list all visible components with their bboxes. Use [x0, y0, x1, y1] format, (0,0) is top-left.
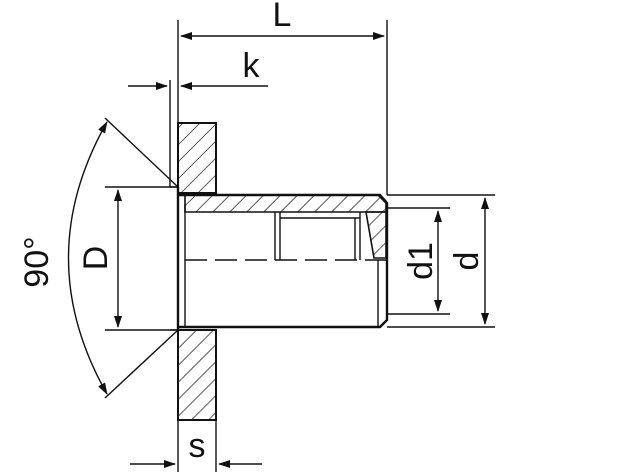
label-k: k	[243, 47, 261, 85]
sheet-plate	[177, 122, 217, 421]
label-L: L	[273, 0, 292, 34]
diameter-dimensions	[387, 194, 495, 328]
label-90: 90°	[18, 236, 56, 287]
plate-thickness-dimension	[130, 420, 262, 472]
label-d: d	[448, 252, 486, 271]
rivet-head	[170, 186, 180, 331]
label-s: s	[189, 427, 206, 465]
head-height-dimension	[128, 80, 268, 187]
angle-dimension	[67, 117, 179, 399]
label-D: D	[77, 246, 115, 271]
rivet-body	[178, 193, 389, 329]
label-d1: d1	[402, 242, 440, 280]
head-diameter-dimension	[105, 186, 178, 331]
length-dimension	[177, 20, 388, 195]
